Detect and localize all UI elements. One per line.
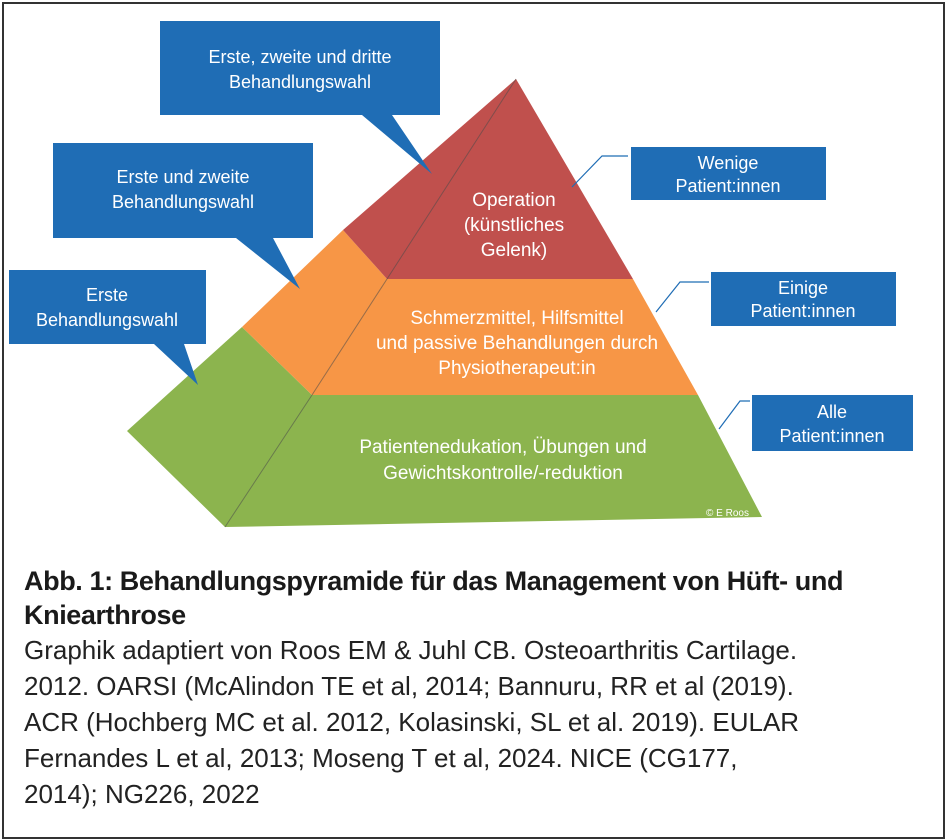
layer-top-line-2: (künstliches xyxy=(464,215,564,236)
figure-caption: Abb. 1: Behandlungspyramide für das Mana… xyxy=(24,564,929,812)
layer-bottom-line-2: Gewichtskontrolle/-reduktion xyxy=(383,463,623,484)
pyramid-layer-middle xyxy=(242,230,698,395)
right-label-1-line-1: Wenige xyxy=(698,153,759,173)
pyramid-layer-top xyxy=(343,79,633,279)
right-label-1-line-2: Patient:innen xyxy=(675,176,780,196)
layer-bottom-line-1: Patientenedukation, Übungen und xyxy=(359,437,646,458)
layer-top-line-3: Gelenk) xyxy=(481,240,548,261)
callout-first-second-third: Erste, zweite und dritte Behandlungswahl xyxy=(160,21,440,174)
caption-source-line-1: Graphik adaptiert von Roos EM & Juhl CB.… xyxy=(24,635,798,665)
layer-label-top: Operation (künstliches Gelenk) xyxy=(464,190,564,261)
pyramid-layer-bottom xyxy=(127,327,762,527)
callout-1-line-1: Erste, zweite und dritte xyxy=(208,47,391,67)
caption-title-line-1: Abb. 1: Behandlungspyramide für das Mana… xyxy=(24,566,844,596)
layer-label-middle: Schmerzmittel, Hilfsmittel und passive B… xyxy=(376,308,658,379)
right-label-2-line-2: Patient:innen xyxy=(750,301,855,321)
caption-source-line-3: ACR (Hochberg MC et al. 2012, Kolasinski… xyxy=(24,707,800,737)
callout-3-line-1: Erste xyxy=(86,285,128,305)
right-label-all: Alle Patient:innen xyxy=(718,395,913,451)
layer-top-line-1: Operation xyxy=(472,190,555,211)
layer-label-bottom: Patientenedukation, Übungen und Gewichts… xyxy=(359,437,646,484)
caption-source-line-2: 2012. OARSI (McAlindon TE et al, 2014; B… xyxy=(24,671,794,701)
callout-2-line-1: Erste und zweite xyxy=(116,167,249,187)
caption-title-line-2: Kniearthrose xyxy=(24,600,186,630)
callout-first-second: Erste und zweite Behandlungswahl xyxy=(53,143,313,289)
callout-2-line-2: Behandlungswahl xyxy=(112,192,254,212)
callout-3-line-2: Behandlungswahl xyxy=(36,310,178,330)
right-label-few: Wenige Patient:innen xyxy=(571,147,826,200)
layer-middle-line-3: Physiotherapeut:in xyxy=(438,358,595,379)
treatment-pyramid-diagram: Operation (künstliches Gelenk) Schmerzmi… xyxy=(9,21,913,528)
right-label-3-line-1: Alle xyxy=(817,402,847,422)
caption-source-line-5: 2014); NG226, 2022 xyxy=(24,779,260,809)
right-label-3-line-2: Patient:innen xyxy=(779,426,884,446)
layer-middle-line-2: und passive Behandlungen durch xyxy=(376,333,658,354)
right-label-2-line-1: Einige xyxy=(778,278,828,298)
pyramid-edges xyxy=(224,78,517,528)
copyright-label: © E Roos xyxy=(706,508,749,519)
callout-1-line-2: Behandlungswahl xyxy=(229,72,371,92)
callout-first: Erste Behandlungswahl xyxy=(9,270,206,385)
layer-middle-line-1: Schmerzmittel, Hilfsmittel xyxy=(410,308,623,329)
right-label-some: Einige Patient:innen xyxy=(655,272,896,326)
caption-source-line-4: Fernandes L et al, 2013; Moseng T et al,… xyxy=(24,743,738,773)
